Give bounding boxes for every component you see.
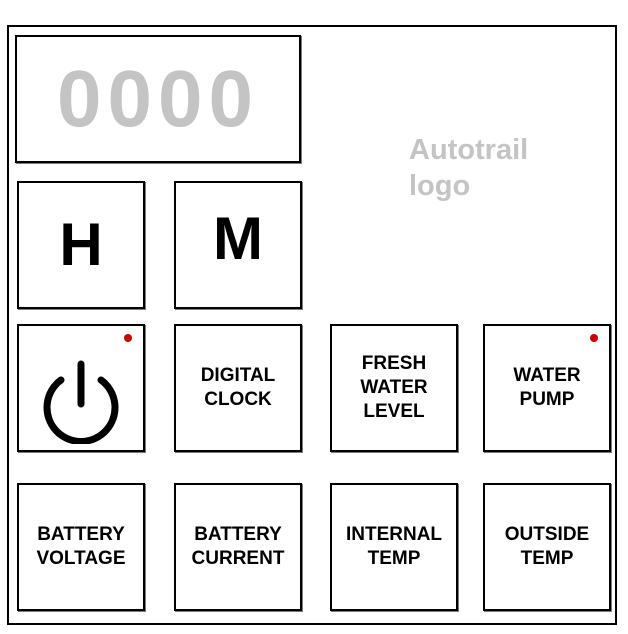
battery-voltage-label: BATTERY VOLTAGE	[36, 524, 126, 569]
fresh-water-level-button[interactable]: FRESH WATER LEVEL	[330, 324, 458, 452]
fresh-water-level-label: FRESH WATER LEVEL	[360, 353, 428, 422]
battery-voltage-button[interactable]: BATTERY VOLTAGE	[17, 483, 145, 611]
water-pump-button[interactable]: WATER PUMP	[483, 324, 611, 452]
autotrail-logo-placeholder: Autotrail logo	[409, 134, 529, 202]
minutes-button[interactable]: M	[174, 181, 302, 309]
internal-temp-button[interactable]: INTERNAL TEMP	[330, 483, 458, 611]
hours-button[interactable]: H	[17, 181, 145, 309]
display-digits: 0000	[57, 54, 259, 143]
hours-button-label: H	[59, 211, 103, 278]
digital-clock-label: DIGITAL CLOCK	[200, 365, 276, 410]
digital-clock-button[interactable]: DIGITAL CLOCK	[174, 324, 302, 452]
digital-display: 0000	[15, 35, 301, 163]
water-pump-label: WATER PUMP	[513, 365, 581, 410]
minutes-button-label: M	[213, 205, 263, 272]
battery-current-label: BATTERY CURRENT	[191, 524, 285, 569]
outside-temp-button[interactable]: OUTSIDE TEMP	[483, 483, 611, 611]
power-icon	[39, 352, 123, 444]
internal-temp-label: INTERNAL TEMP	[345, 524, 443, 569]
battery-current-button[interactable]: BATTERY CURRENT	[174, 483, 302, 611]
water-pump-indicator-light	[590, 334, 598, 342]
power-button[interactable]	[17, 324, 145, 452]
outside-temp-label: OUTSIDE TEMP	[504, 524, 590, 569]
power-indicator-light	[124, 334, 132, 342]
